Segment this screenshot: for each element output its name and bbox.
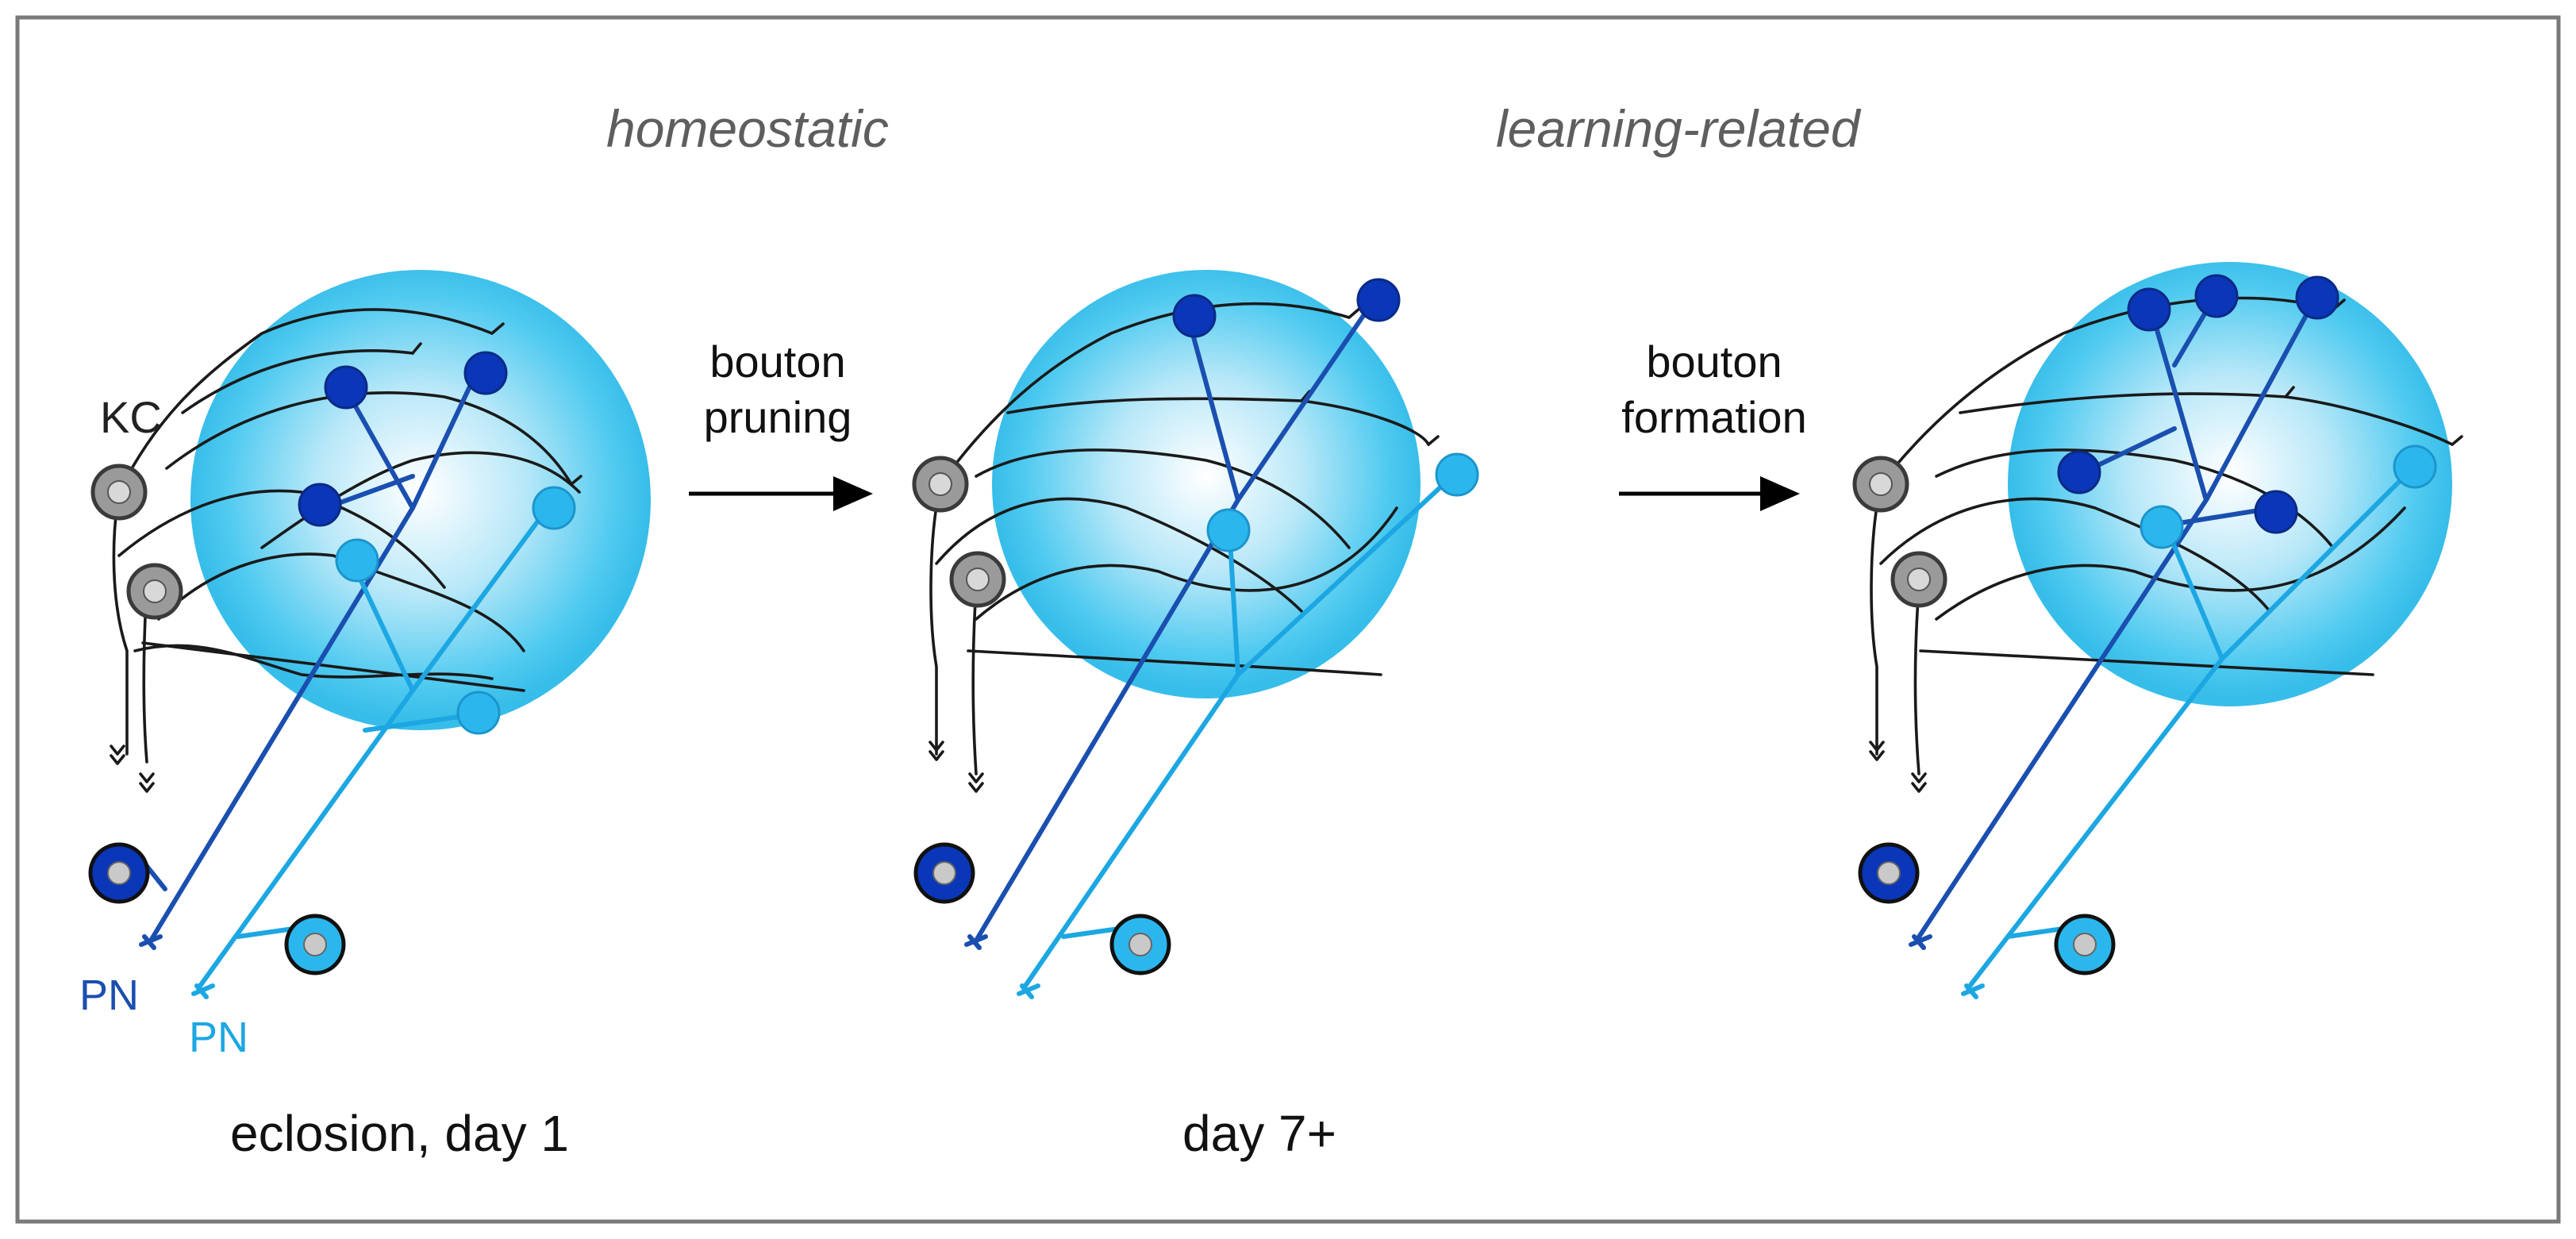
pn-axons-2 [974, 299, 1455, 991]
kc-cells-3 [1852, 456, 1947, 793]
pn-cells-2 [913, 842, 1171, 999]
pn-nucleus [2073, 933, 2097, 956]
pn-bouton [1206, 508, 1251, 552]
pn-light-label: PN [189, 1014, 248, 1061]
pn-bouton [1172, 294, 1217, 338]
arrow-bouton-pruning: bouton pruning [689, 337, 873, 511]
stage-label-eclosion: eclosion, day 1 [230, 1105, 569, 1162]
pn-bouton [1356, 278, 1401, 322]
pn-bouton [298, 483, 342, 527]
boutons-2 [1172, 278, 1479, 552]
kc-nucleus [966, 568, 990, 591]
pn-cells-1 [88, 842, 346, 999]
calyx-3 [2008, 262, 2452, 706]
pn-bouton [2140, 505, 2184, 549]
calyx-2 [992, 270, 1421, 698]
pn-bouton [2127, 287, 2171, 332]
pn-bouton [2393, 444, 2437, 489]
pn-bouton [335, 538, 379, 583]
pn-nucleus [1877, 861, 1901, 885]
pn-cells-3 [1858, 842, 2116, 999]
kc-nucleus [1907, 568, 1931, 591]
pn-bouton [1435, 452, 1479, 497]
pn-bouton [2194, 274, 2239, 318]
pn-bouton [324, 365, 368, 410]
kc-nucleus [929, 472, 952, 496]
pn-axons-1 [140, 371, 550, 991]
panel-formation [1852, 262, 2463, 999]
arrow-2-line-2: formation [1621, 392, 1806, 442]
learning-related-label: learning-related [1496, 99, 1862, 158]
arrow-1-line-2: pruning [704, 392, 852, 442]
boutons-1 [298, 351, 576, 735]
kc-label: KC [100, 392, 162, 442]
kc-nucleus [143, 579, 167, 603]
arrow-2-head [1760, 476, 1800, 511]
kc-cells-2 [912, 456, 1006, 793]
pn-bouton [532, 486, 576, 530]
panel-eclosion: KC PN PN [79, 270, 651, 1061]
pn-nucleus [107, 861, 131, 885]
panel-day7 [912, 270, 1479, 999]
pn-nucleus [932, 861, 956, 885]
kc-nucleus [107, 480, 131, 504]
arrow-2-line-1: bouton [1646, 337, 1782, 387]
boutons-3 [2057, 274, 2437, 549]
calyx-1 [190, 270, 651, 730]
pn-nucleus [1128, 933, 1152, 956]
pn-bouton [463, 351, 508, 395]
pn-dark-label: PN [79, 972, 139, 1019]
pn-bouton [2254, 490, 2298, 534]
pn-nucleus [303, 933, 327, 956]
pn-bouton [456, 691, 501, 735]
kc-cells-1 [90, 464, 183, 793]
kc-nucleus [1869, 472, 1893, 496]
homeostatic-label: homeostatic [606, 99, 889, 158]
arrow-1-line-1: bouton [709, 337, 845, 387]
stage-label-day7: day 7+ [1182, 1105, 1336, 1162]
pn-bouton [2295, 275, 2340, 320]
arrow-1-head [833, 476, 873, 511]
arrow-bouton-formation: bouton formation [1619, 337, 1807, 511]
pn-bouton [2057, 450, 2101, 494]
